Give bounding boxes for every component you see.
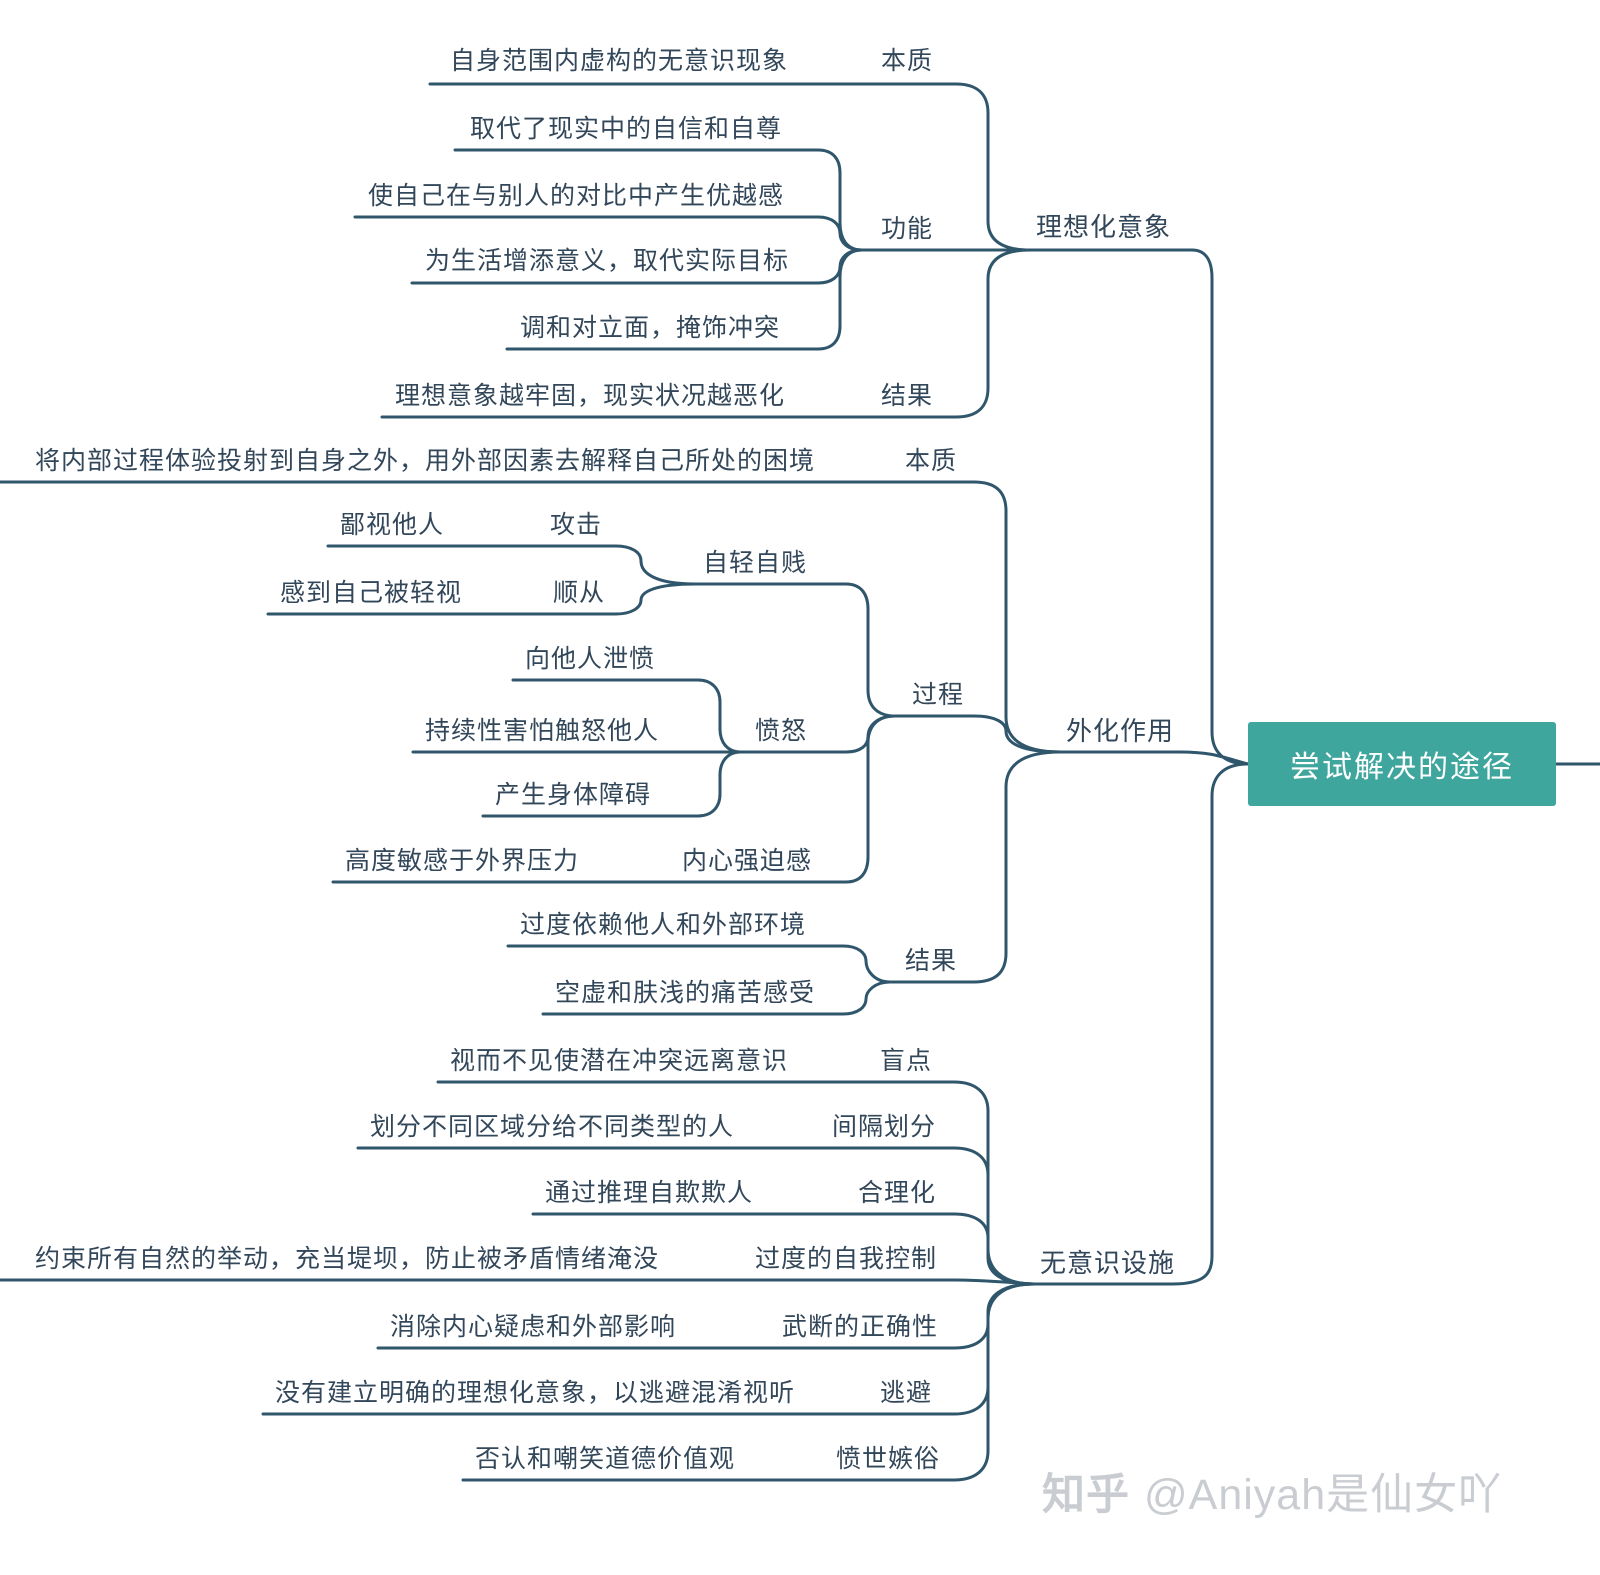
node-compliance-content[interactable]: 感到自己被轻视 xyxy=(280,579,463,607)
node-idealized-function-item[interactable]: 调和对立面，掩饰冲突 xyxy=(520,314,781,342)
node-idealized-function-item[interactable]: 为生活增添意义，取代实际目标 xyxy=(425,247,790,275)
connectors-root xyxy=(1170,248,1600,1286)
watermark: 知乎 @Aniyah是仙女吖 xyxy=(1042,1460,1502,1522)
node-anger-item[interactable]: 产生身体障碍 xyxy=(495,781,652,809)
node-arbitrary-label[interactable]: 武断的正确性 xyxy=(782,1313,939,1341)
node-attack-label[interactable]: 攻击 xyxy=(550,511,603,539)
node-selfcontrol-content[interactable]: 约束所有自然的举动，充当堤坝，防止被矛盾情绪淹没 xyxy=(35,1245,660,1273)
node-compulsion-content[interactable]: 高度敏感于外界压力 xyxy=(345,847,580,875)
node-compartment-content[interactable]: 划分不同区域分给不同类型的人 xyxy=(370,1113,735,1141)
node-compartment-label[interactable]: 间隔划分 xyxy=(832,1113,937,1141)
node-attack-content[interactable]: 鄙视他人 xyxy=(340,511,445,539)
connectors-idealized xyxy=(353,82,1194,419)
node-externalization-essence-label[interactable]: 本质 xyxy=(905,447,958,475)
node-blindspot-label[interactable]: 盲点 xyxy=(880,1047,933,1075)
node-idealized-essence-content[interactable]: 自身范围内虚构的无意识现象 xyxy=(450,47,789,75)
node-rationalize-label[interactable]: 合理化 xyxy=(858,1179,937,1207)
node-idealized-branch[interactable]: 理想化意象 xyxy=(1036,212,1172,242)
watermark-handle: @Aniyah是仙女吖 xyxy=(1144,1471,1503,1519)
node-idealized-function-item[interactable]: 使自己在与别人的对比中产生优越感 xyxy=(368,182,785,210)
node-self-contempt-label[interactable]: 自轻自贱 xyxy=(703,549,808,577)
node-anger-label[interactable]: 愤怒 xyxy=(755,717,808,745)
zhihu-logo: 知乎 xyxy=(1042,1471,1130,1519)
node-idealized-function-item[interactable]: 取代了现实中的自信和自尊 xyxy=(470,115,783,143)
node-compulsion-label[interactable]: 内心强迫感 xyxy=(682,847,813,875)
node-externalization-result-item[interactable]: 空虚和肤浅的痛苦感受 xyxy=(555,979,816,1007)
node-idealized-result-label[interactable]: 结果 xyxy=(881,382,934,410)
node-arbitrary-content[interactable]: 消除内心疑虑和外部影响 xyxy=(390,1313,677,1341)
connectors-unconscious xyxy=(0,1080,1174,1482)
node-cynicism-content[interactable]: 否认和嘲笑道德价值观 xyxy=(475,1445,736,1473)
node-rationalize-content[interactable]: 通过推理自欺欺人 xyxy=(545,1179,754,1207)
node-idealized-essence-label[interactable]: 本质 xyxy=(881,47,934,75)
node-cynicism-label[interactable]: 愤世嫉俗 xyxy=(836,1445,941,1473)
node-elusive-label[interactable]: 逃避 xyxy=(880,1379,933,1407)
node-anger-item[interactable]: 向他人泄愤 xyxy=(525,645,656,673)
node-idealized-function-label[interactable]: 功能 xyxy=(881,215,934,243)
node-externalization-result-item[interactable]: 过度依赖他人和外部环境 xyxy=(520,911,807,939)
node-idealized-result-content[interactable]: 理想意象越牢固，现实状况越恶化 xyxy=(395,382,786,410)
node-elusive-content[interactable]: 没有建立明确的理想化意象，以逃避混淆视听 xyxy=(275,1379,796,1407)
node-externalization-essence-content[interactable]: 将内部过程体验投射到自身之外，用外部因素去解释自己所处的困境 xyxy=(35,447,816,475)
node-externalization-branch[interactable]: 外化作用 xyxy=(1066,716,1175,746)
node-compliance-label[interactable]: 顺从 xyxy=(553,579,606,607)
node-externalization-result-label[interactable]: 结果 xyxy=(905,947,958,975)
node-process-label[interactable]: 过程 xyxy=(912,681,965,709)
root-node[interactable]: 尝试解决的途径 xyxy=(1248,722,1556,806)
node-anger-item[interactable]: 持续性害怕触怒他人 xyxy=(425,717,660,745)
connectors-externalization xyxy=(0,480,1182,1016)
node-unconscious-branch[interactable]: 无意识设施 xyxy=(1040,1248,1176,1278)
node-selfcontrol-label[interactable]: 过度的自我控制 xyxy=(755,1245,938,1273)
node-blindspot-content[interactable]: 视而不见使潜在冲突远离意识 xyxy=(450,1047,789,1075)
